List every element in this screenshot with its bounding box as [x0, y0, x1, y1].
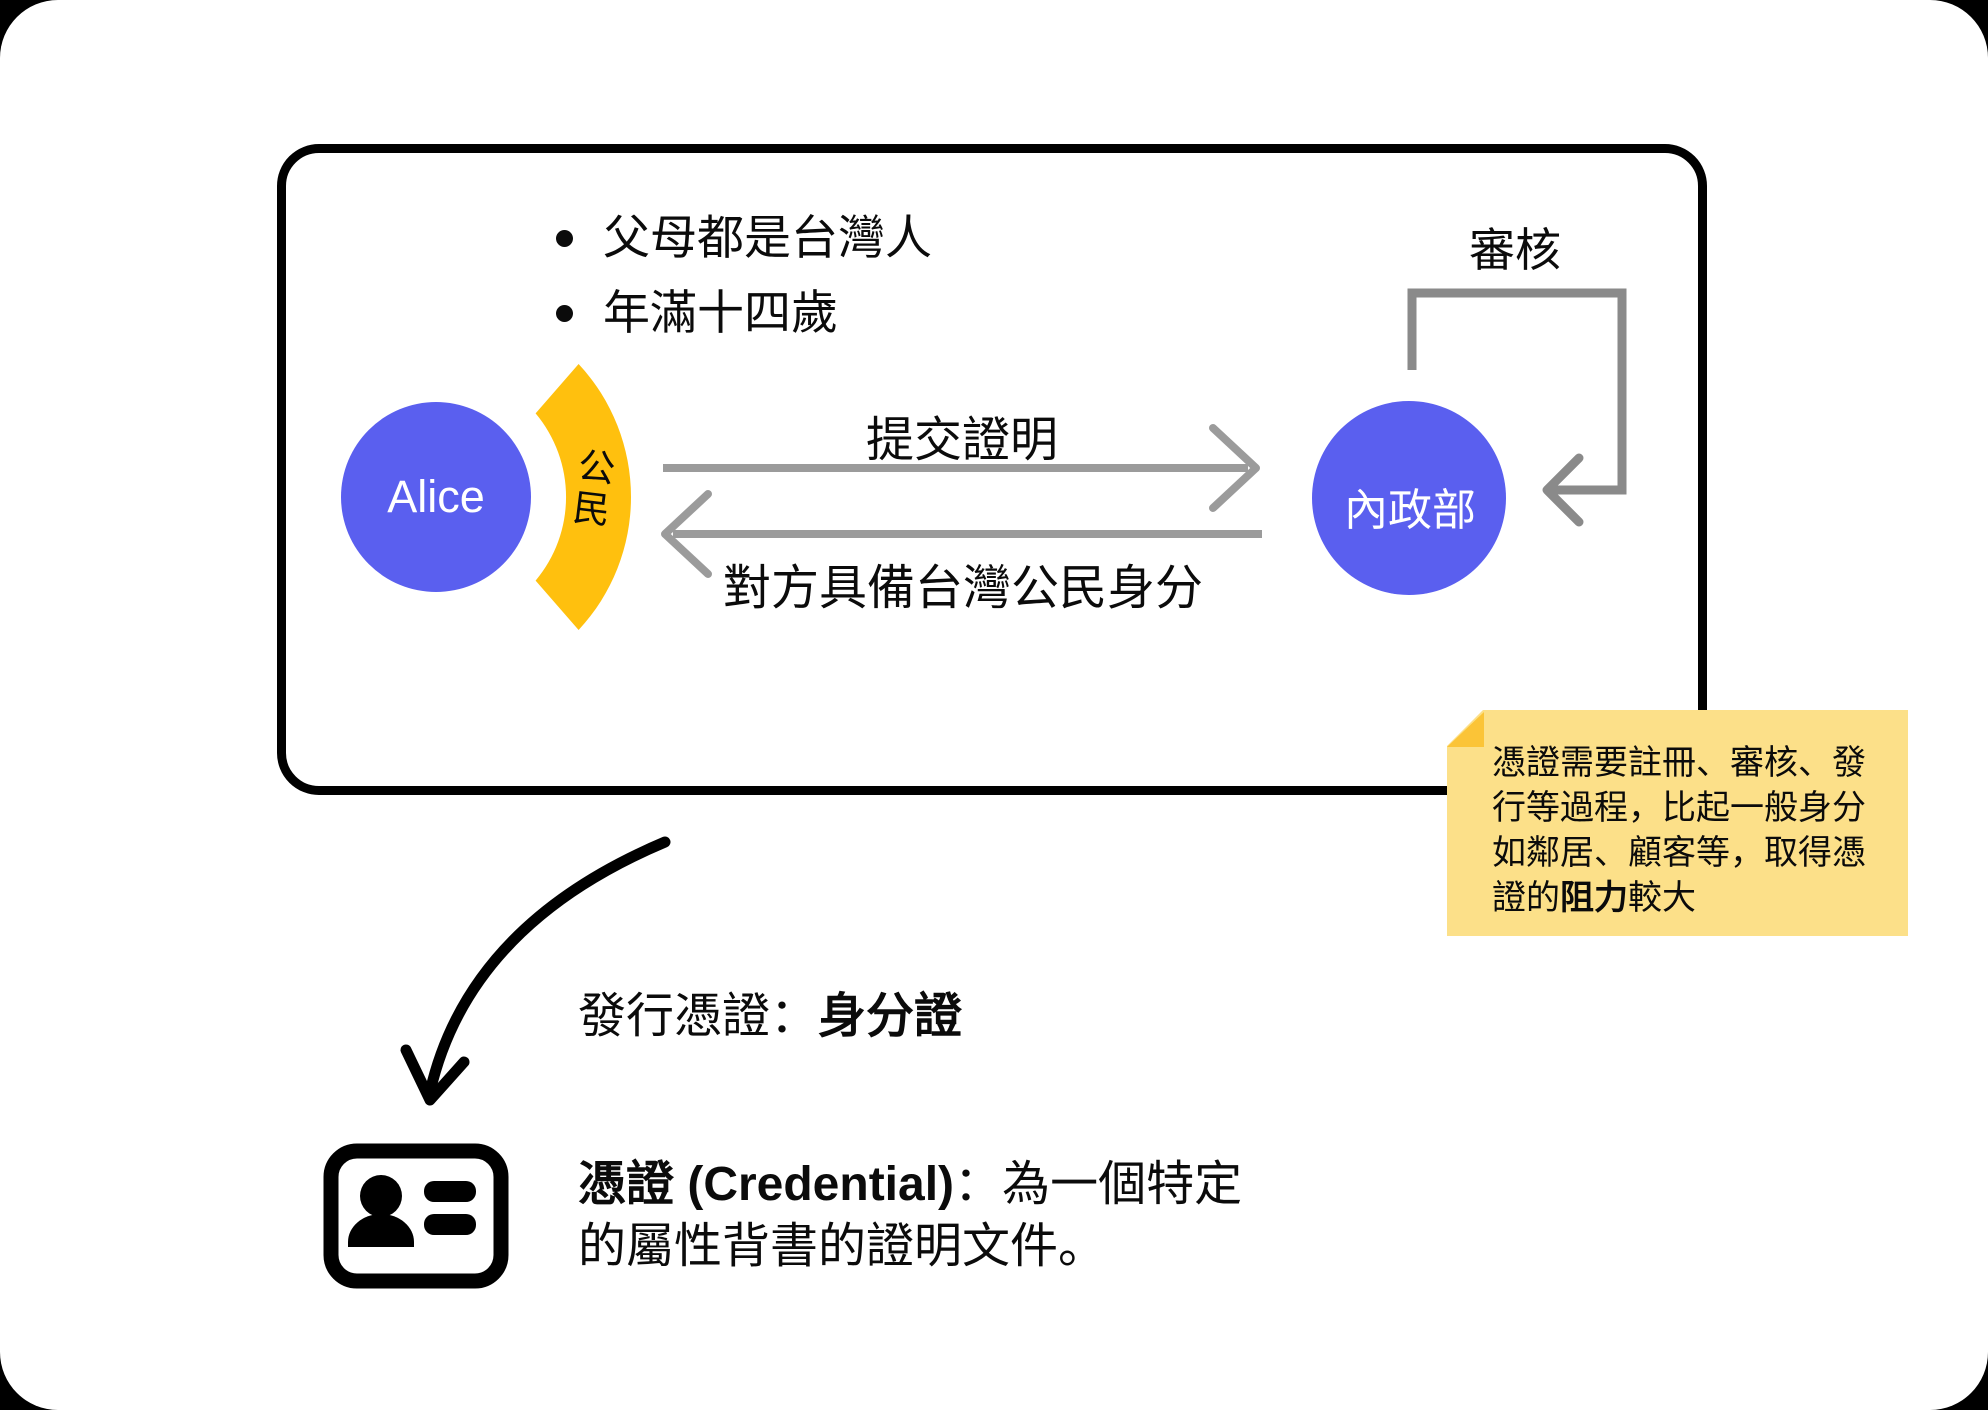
submit-arrow-label: 提交證明 — [865, 414, 1058, 467]
requirement-item: 年滿十四歲 — [556, 287, 838, 339]
requirement-item: 父母都是台灣人 — [556, 212, 932, 264]
reply-arrow-label: 對方具備台灣公民身分 — [722, 562, 1203, 615]
bullet-icon — [556, 230, 573, 247]
authority-label: 內政部 — [1344, 486, 1476, 535]
alice-circle — [341, 402, 531, 592]
sticky-note-text: 憑證需要註冊、審核、發行等過程，比起一般身分如鄰居、顧客等，取得憑證的阻力較大 — [1492, 744, 1866, 917]
review-loop-label: 審核 — [1469, 224, 1561, 276]
issue-credential-label: 發行憑證：身分證 — [578, 990, 963, 1043]
issue-arrow — [400, 836, 671, 1106]
review-loop — [1407, 288, 1627, 527]
requirement-text: 年滿十四歲 — [603, 286, 838, 339]
bullet-icon — [556, 305, 573, 322]
id-card-icon — [323, 1143, 509, 1289]
alice-label: Alice — [387, 471, 485, 522]
reply-arrow — [661, 490, 1262, 578]
authority-circle — [1312, 401, 1506, 595]
submit-arrow — [663, 424, 1260, 512]
scenario-box — [277, 144, 1707, 795]
requirement-text: 父母都是台灣人 — [603, 211, 932, 264]
credential-definition: 憑證 (Credential)：為一個特定的屬性背書的證明文件。 — [578, 1158, 1243, 1273]
citizen-arc — [535, 364, 631, 630]
sticky-note — [1447, 710, 1908, 936]
